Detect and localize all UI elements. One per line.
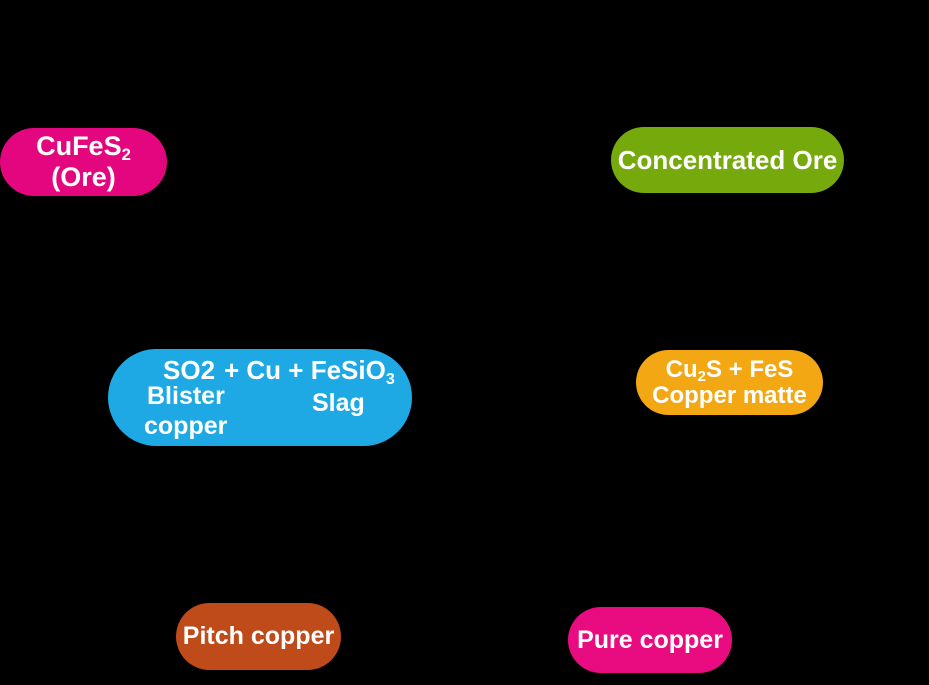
node-pitch-copper-label: Pitch copper [182,622,335,650]
node-blister-copper-slag: SO2 + Cu + FeSiO3 Blister Slag copper [108,349,412,446]
node-pure-copper-label: Pure copper [577,625,723,654]
node-copper-matte: Cu2S + FeS Copper matte [636,350,823,415]
node-blister-slag-label: Slag [312,389,365,417]
node-pitch-copper: Pitch copper [176,603,341,670]
node-blister-formula-cu-fesio3: + Cu + FeSiO3 [224,355,395,389]
node-copper-matte-formula: Cu2S + FeS [665,355,794,386]
node-ore-label: (Ore) [51,162,116,192]
node-blister-label-line2: copper [144,412,228,440]
node-copper-matte-formula-main: Cu [665,355,698,383]
node-copper-matte-formula-rest: S + FeS [705,355,794,383]
node-copper-matte-label: Copper matte [652,381,807,409]
node-blister-formula-fesio3-subscript: 3 [385,370,395,389]
node-concentrated-ore: Concentrated Ore [611,127,844,193]
node-copper-matte-formula-subscript: 2 [697,369,706,386]
node-blister-formula-so2: SO2 [163,355,216,385]
node-ore-formula-main: CuFeS [36,131,122,161]
node-ore-formula: CuFeS2 [36,131,131,165]
node-ore: CuFeS2 (Ore) [0,128,167,196]
node-pure-copper: Pure copper [568,607,732,673]
node-blister-formula-cu-fesio3-main: + Cu + FeSiO [224,355,386,385]
node-blister-label-line1: Blister [147,382,225,410]
node-ore-formula-subscript: 2 [121,145,131,165]
node-concentrated-ore-label: Concentrated Ore [617,144,838,175]
